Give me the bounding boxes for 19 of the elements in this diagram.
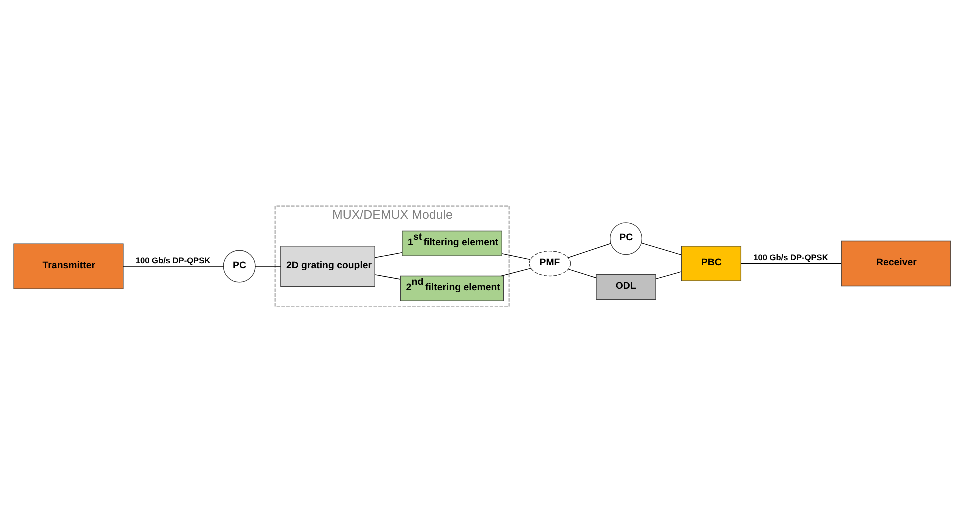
connector [641,242,682,255]
connector [501,268,532,276]
node-box: PBC [681,246,742,281]
node-box: Receiver [841,240,952,286]
connector [374,252,403,258]
node-box: Transmitter [14,243,124,289]
connector [502,253,531,260]
edge-label: 100 Gb/s DP-QPSK [136,254,211,265]
node-box: 2D grating coupler [280,246,376,286]
connector [656,271,682,279]
node-circle: PC [610,222,643,255]
node-box: ODL [596,274,656,300]
edge-label: 100 Gb/s DP-QPSK [754,252,828,262]
connector [568,242,612,258]
node-circle: PC [223,250,256,282]
connector [374,274,401,280]
connector [741,262,842,264]
node-ellipse: PMF [529,250,572,276]
connector [568,268,597,278]
